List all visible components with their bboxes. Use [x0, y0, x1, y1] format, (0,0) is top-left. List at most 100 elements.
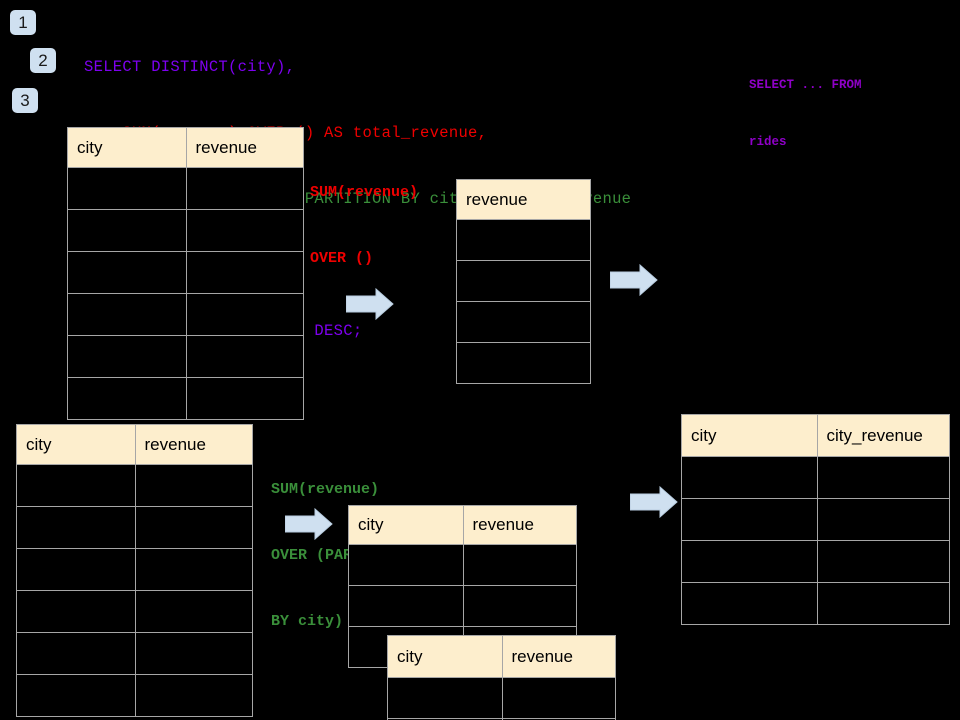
column-header-city: city — [16, 424, 136, 465]
cell-city-revenue — [816, 540, 950, 583]
cell-revenue — [185, 335, 304, 378]
table-row — [681, 540, 950, 583]
cell-city — [348, 585, 464, 627]
table-row — [16, 674, 253, 717]
arrow-source-to-partition — [284, 507, 333, 545]
column-header-city: city — [681, 414, 818, 457]
cell-revenue — [134, 506, 253, 549]
cell-revenue — [134, 464, 253, 507]
annotation-total-revenue: SUM(revenue) OVER () — [310, 138, 418, 314]
cell-revenue — [462, 585, 577, 627]
cell-revenue — [456, 219, 591, 261]
step-badge-2: 2 — [30, 48, 56, 73]
table-header-row: city revenue — [16, 424, 253, 465]
table-row — [67, 293, 304, 336]
table-header-row: city revenue — [67, 127, 304, 168]
table-row — [16, 590, 253, 633]
cell-revenue — [501, 677, 616, 719]
rides-source-table-lower: city revenue — [16, 424, 253, 717]
partition-group-table-b: city revenue — [387, 635, 616, 720]
arrow-partition-to-final — [629, 485, 678, 523]
step-badge-1: 1 — [10, 10, 36, 35]
table-row — [67, 209, 304, 252]
annotation-city-revenue: SUM(revenue) OVER (PARTITION BY city) — [271, 435, 406, 677]
cell-city — [67, 251, 187, 294]
cell-revenue — [456, 301, 591, 343]
annotation-total-revenue-line-1: SUM(revenue) — [310, 184, 419, 201]
table-header-row: city revenue — [387, 635, 616, 678]
cell-city — [67, 335, 187, 378]
cell-revenue — [185, 293, 304, 336]
table-header-row: revenue — [456, 179, 591, 220]
annotation-total-revenue-line-2: OVER () — [310, 250, 374, 267]
cell-city — [16, 464, 136, 507]
column-header-revenue: revenue — [185, 127, 304, 168]
cell-city — [387, 677, 503, 719]
cell-revenue — [185, 377, 304, 420]
cell-revenue — [456, 342, 591, 384]
column-header-revenue: revenue — [456, 179, 591, 220]
final-result-table: city city_revenue — [681, 414, 950, 625]
cell-city — [67, 167, 187, 210]
cell-revenue — [134, 590, 253, 633]
step-badge-3: 3 — [12, 88, 38, 113]
total-revenue-table: revenue — [456, 179, 591, 384]
annotation-city-revenue-line-3: BY city) — [271, 613, 344, 630]
cell-revenue — [185, 251, 304, 294]
table-row — [456, 301, 591, 343]
cell-city — [348, 544, 464, 586]
cell-city — [681, 456, 818, 499]
cell-city — [16, 506, 136, 549]
table-row — [16, 548, 253, 591]
table-row — [681, 582, 950, 625]
cell-revenue — [134, 674, 253, 717]
cell-revenue — [185, 209, 304, 252]
table-row — [348, 585, 577, 627]
table-row — [456, 219, 591, 261]
cell-revenue — [456, 260, 591, 302]
column-header-revenue: revenue — [134, 424, 253, 465]
table-row — [681, 498, 950, 541]
cell-city — [681, 582, 818, 625]
cell-city — [681, 498, 818, 541]
table-row — [387, 677, 616, 719]
table-header-row: city revenue — [348, 505, 577, 545]
table-row — [16, 632, 253, 675]
side-note-select-from-rides: SELECT ... FROM rides — [749, 38, 862, 190]
cell-city-revenue — [816, 498, 950, 541]
cell-city — [67, 293, 187, 336]
table-row — [16, 464, 253, 507]
table-row — [16, 506, 253, 549]
cell-revenue — [462, 544, 577, 586]
arrow-source-to-total — [345, 287, 394, 325]
column-header-city-revenue: city_revenue — [816, 414, 950, 457]
table-header-row: city city_revenue — [681, 414, 950, 457]
cell-city — [67, 209, 187, 252]
table-row — [681, 456, 950, 499]
cell-city-revenue — [816, 456, 950, 499]
arrow-total-to-final — [609, 263, 658, 301]
table-row — [67, 167, 304, 210]
column-header-city: city — [387, 635, 503, 678]
sql-line-select: SELECT DISTINCT(city), — [84, 58, 296, 76]
cell-city — [16, 548, 136, 591]
table-row — [67, 377, 304, 420]
side-note-line-1: SELECT ... FROM — [749, 78, 862, 92]
column-header-revenue: revenue — [462, 505, 577, 545]
cell-revenue — [134, 548, 253, 591]
rides-source-table: city revenue — [67, 127, 304, 420]
cell-revenue — [501, 718, 616, 720]
table-row — [348, 544, 577, 586]
cell-city — [16, 632, 136, 675]
column-header-revenue: revenue — [501, 635, 616, 678]
table-row — [456, 342, 591, 384]
side-note-line-2: rides — [749, 135, 787, 149]
cell-city — [387, 718, 503, 720]
table-row — [67, 335, 304, 378]
table-row — [387, 718, 616, 720]
cell-revenue — [185, 167, 304, 210]
table-row — [67, 251, 304, 294]
cell-city-revenue — [816, 582, 950, 625]
column-header-city: city — [67, 127, 187, 168]
